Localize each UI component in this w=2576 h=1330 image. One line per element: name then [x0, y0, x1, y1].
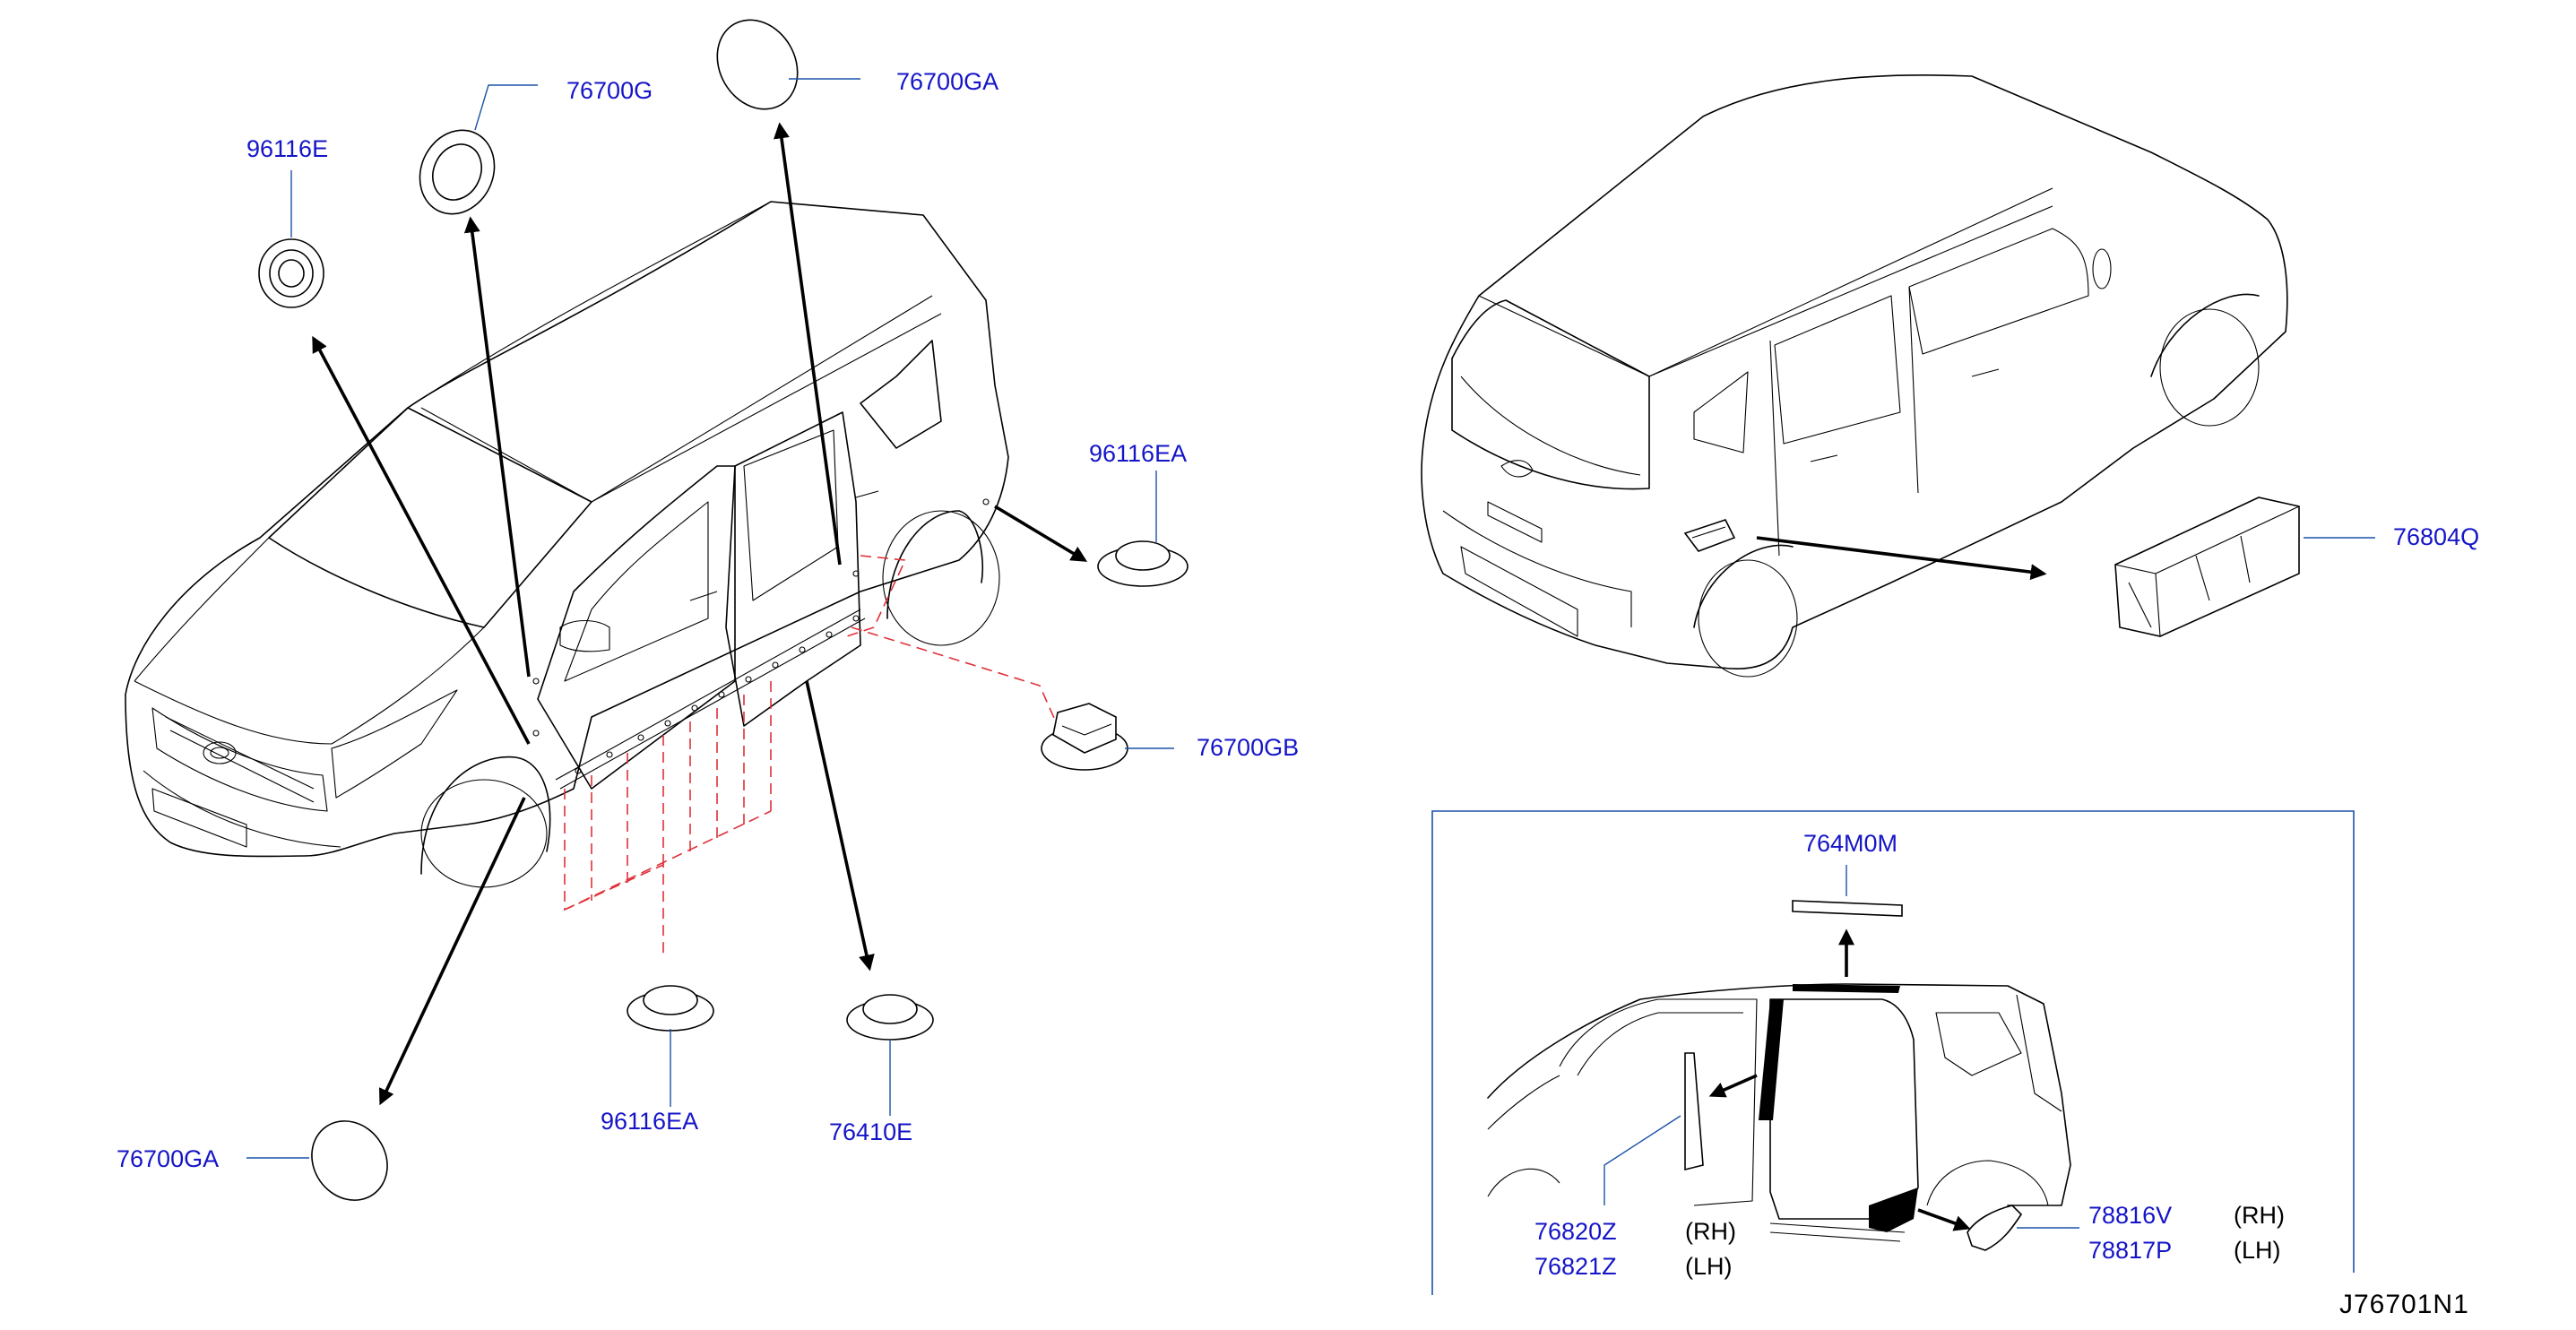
part-78816V-guard	[1967, 1205, 2023, 1251]
side-rh-78816V: (RH)	[2234, 1202, 2285, 1229]
label-78816V: 78816V	[2088, 1202, 2172, 1229]
side-lh-78817P: (LH)	[2234, 1237, 2281, 1264]
label-76821Z: 76821Z	[1534, 1253, 1617, 1280]
part-76700GB-clip	[1041, 703, 1128, 771]
part-labels-inset: 76820Z (RH) 76821Z (LH) 78816V (RH) 7881…	[1534, 1202, 2285, 1280]
part-96116E-grommet	[258, 238, 324, 308]
part-96116EA-right-grommet	[1097, 540, 1189, 587]
inset-frame	[1431, 810, 2355, 1295]
part-labels-left: 96116E 76700G 76700GA 96116EA 76700GB 96…	[117, 68, 1299, 1172]
callout-arrows	[312, 122, 1088, 1106]
label-76820Z: 76820Z	[1534, 1218, 1617, 1245]
part-764M0M-molding	[1792, 900, 1903, 917]
diagram-code: J76701N1	[2339, 1290, 2469, 1319]
side-rh-76820Z: (RH)	[1685, 1218, 1736, 1245]
label-76700GA-bottom: 76700GA	[117, 1145, 219, 1172]
arrow-78816V	[1917, 1208, 1971, 1231]
part-76700G-plug	[419, 129, 496, 215]
label-96116EA-bottom: 96116EA	[601, 1108, 698, 1135]
label-764M0M: 764M0M	[1803, 830, 1897, 857]
label-76410E: 76410E	[829, 1118, 912, 1145]
part-96116EA-bottom-grommet	[627, 985, 714, 1032]
label-96116E: 96116E	[246, 135, 328, 162]
leader-76820Z	[1604, 1115, 1681, 1205]
inset-car-side-illustration	[1487, 983, 2071, 1242]
leader-lines-left	[246, 78, 1174, 1159]
part-76700GA-cap-top	[716, 19, 799, 110]
part-76804Q-fuel-pocket	[2114, 497, 2300, 637]
arrow-76820Z	[1708, 1074, 1758, 1098]
main-car-illustration	[125, 201, 1009, 888]
label-76700G: 76700G	[566, 77, 653, 104]
label-96116EA-right: 96116EA	[1089, 440, 1187, 467]
label-78817P: 78817P	[2088, 1237, 2172, 1264]
label-76700GB: 76700GB	[1197, 734, 1299, 761]
part-76700GA-cap-bottom	[311, 1120, 388, 1201]
part-76410E-grommet	[846, 994, 934, 1041]
side-lh-76821Z: (LH)	[1685, 1253, 1733, 1280]
label-76700GA-top: 76700GA	[896, 68, 998, 95]
hidden-line-guides	[564, 555, 1059, 959]
rear-car-illustration	[1421, 74, 2288, 678]
sill-clip-holes	[532, 498, 990, 774]
label-76804Q: 76804Q	[2393, 523, 2479, 550]
